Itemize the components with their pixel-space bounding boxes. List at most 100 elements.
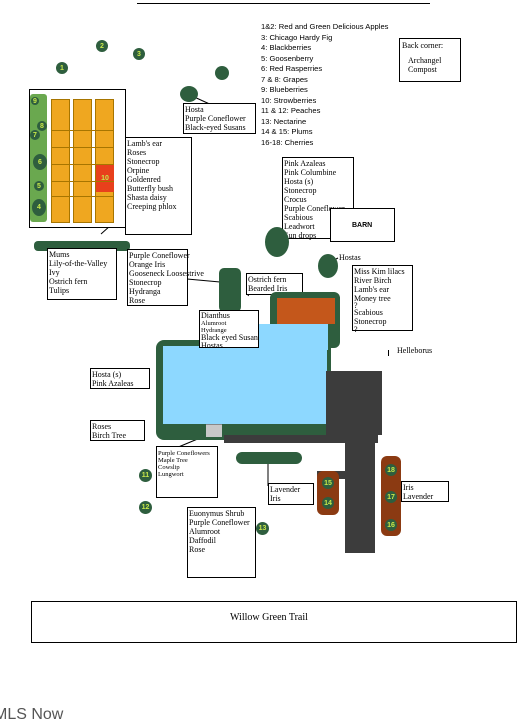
roses-birch-box: Roses Birch Tree: [90, 420, 145, 441]
plant-label: Purple Coneflower: [189, 518, 250, 527]
plant-label: Alumroot: [189, 527, 221, 536]
marker-3: 3: [133, 48, 145, 60]
plant-label: Hosta (s): [284, 177, 314, 186]
plant-label: Gooseneck Loosestrive: [129, 269, 204, 278]
plant-label: Hosta (s): [92, 370, 122, 379]
plant-label: Hosta: [185, 105, 204, 114]
legend-item: 5: Goosenberry: [261, 53, 314, 63]
plant-label: ?: [354, 301, 358, 310]
garden-bed: [73, 99, 92, 223]
shrub: [215, 66, 229, 80]
plant-label: Purple Coneflower: [129, 251, 190, 260]
legend-item: 1&2: Red and Green Delicious Apples: [261, 22, 389, 31]
plant-label: Pink Columbine: [284, 168, 337, 177]
plant-label: Maple Tree: [158, 457, 188, 464]
plant-label: Rose: [129, 296, 145, 305]
marker-18: 18: [385, 464, 397, 476]
plant-label: Stonecrop: [354, 317, 387, 326]
plant-label: Roses: [92, 422, 112, 431]
garden-grid-line: [51, 181, 114, 182]
marker-5: 5: [34, 181, 44, 191]
plant-label: Birch Tree: [92, 431, 126, 440]
legend-item: 10: Strowberries: [261, 95, 317, 105]
marker-6: 6: [33, 154, 47, 170]
legend-item: 7 & 8: Grapes: [261, 74, 308, 84]
legend: 1&2: Red and Green Delicious Apples 3: C…: [261, 22, 388, 149]
back-corner-title: Back corner:: [402, 41, 444, 50]
plant-label: Crocus: [284, 195, 307, 204]
walkway: [224, 435, 378, 443]
back-corner-line: Archangel: [408, 56, 442, 65]
plant-label: Pink Azaleas: [92, 379, 134, 388]
back-corner-box: Back corner: Archangel Compost: [399, 38, 461, 82]
barn-label: BARN: [352, 222, 373, 229]
plant-label: Orpine: [127, 166, 150, 175]
legend-item: 6: Red Rasperries: [261, 64, 323, 74]
garden-grid-line: [51, 196, 114, 197]
strawberry-bed: [96, 164, 114, 192]
marker-12: 12: [139, 501, 152, 514]
trail-label: Willow Green Trail: [230, 612, 308, 623]
shrub: [318, 254, 338, 278]
plant-label: Roses: [127, 148, 147, 157]
marker-16: 16: [385, 519, 397, 531]
marker-7: 7: [30, 130, 40, 140]
hostas-label: Hostas: [339, 253, 361, 262]
hosta-top-box: Hosta Purple Coneflower Black-eyed Susan…: [183, 103, 256, 134]
plant-label: Lily-of-the-Valley: [49, 259, 108, 268]
plant-label: Stonecrop: [127, 157, 160, 166]
plant-label: Euonymus Shrub: [189, 509, 245, 518]
plant-label: Lamb's ear: [354, 285, 389, 294]
plant-label: Cowslip: [158, 464, 180, 471]
garden-grid-line: [51, 147, 114, 148]
plant-label: Alumroot: [201, 320, 227, 327]
marker-4: 4: [32, 199, 46, 216]
green-hedge: [236, 452, 302, 464]
plant-label: Leadwort: [284, 222, 315, 231]
purple-orange-box: Purple Coneflower Orange Iris Gooseneck …: [127, 249, 204, 306]
legend-item: 9: Blueberries: [261, 85, 308, 95]
top-border-line: [137, 3, 430, 4]
plant-label: Bearded Iris: [248, 284, 288, 293]
plant-label: River Birch: [354, 276, 392, 285]
marker-15: 15: [322, 477, 334, 489]
plant-label: Tulips: [49, 286, 70, 295]
marker-9: 9: [31, 97, 39, 105]
patio: [326, 371, 382, 435]
plant-label: Scabious: [284, 213, 313, 222]
marker-13: 13: [256, 522, 269, 535]
legend-item: 11 & 12: Peaches: [261, 106, 321, 116]
plant-label: Ivy: [49, 268, 60, 277]
plant-label: Stonecrop: [129, 278, 162, 287]
plant-label: Shasta daisy: [127, 193, 167, 202]
lavender-iris-box: Lavender Iris: [268, 483, 314, 505]
garden-grid-line: [51, 130, 114, 131]
plant-label: Purple Coneflower: [284, 204, 345, 213]
hosta-pink-box: Hosta (s) Pink Azaleas: [90, 368, 150, 389]
plant-label: Lamb's ear: [127, 139, 162, 148]
garden-bed: [95, 99, 114, 223]
plant-label: Ostrich fern: [248, 275, 287, 284]
helleborus-label: Helleborus: [397, 346, 433, 355]
mums-box: Mums Lily-of-the-Valley Ivy Ostrich fern…: [47, 248, 117, 300]
plant-label: Creeping phlox: [127, 202, 177, 211]
lilacs-box: Miss Kim lilacs River Birch Lamb's ear M…: [352, 265, 413, 334]
plant-label: Hostas: [201, 341, 223, 350]
legend-item: 13: Nectarine: [261, 116, 307, 126]
iris-lavender-box: Iris Lavender: [401, 481, 449, 502]
plant-label: Orange Iris: [129, 260, 166, 269]
plant-label: Ostrich fern: [49, 277, 88, 286]
garden-bed: [51, 99, 70, 223]
plant-label: Iris: [270, 494, 281, 503]
plant-label: Iris: [403, 483, 414, 492]
plant-label: Scabious: [354, 308, 383, 317]
plant-label: Sun drops: [284, 231, 317, 240]
plant-label: Daffodil: [189, 536, 216, 545]
maple-box: Purple Coneflowers Maple Tree Cowslip Lu…: [156, 446, 218, 498]
shrub: [180, 86, 198, 102]
plant-label: Rose: [189, 545, 205, 554]
marker-14: 14: [322, 497, 334, 509]
legend-item: 4: Blackberries: [261, 43, 312, 53]
marker-1: 1: [56, 62, 68, 74]
walkway: [345, 435, 375, 553]
